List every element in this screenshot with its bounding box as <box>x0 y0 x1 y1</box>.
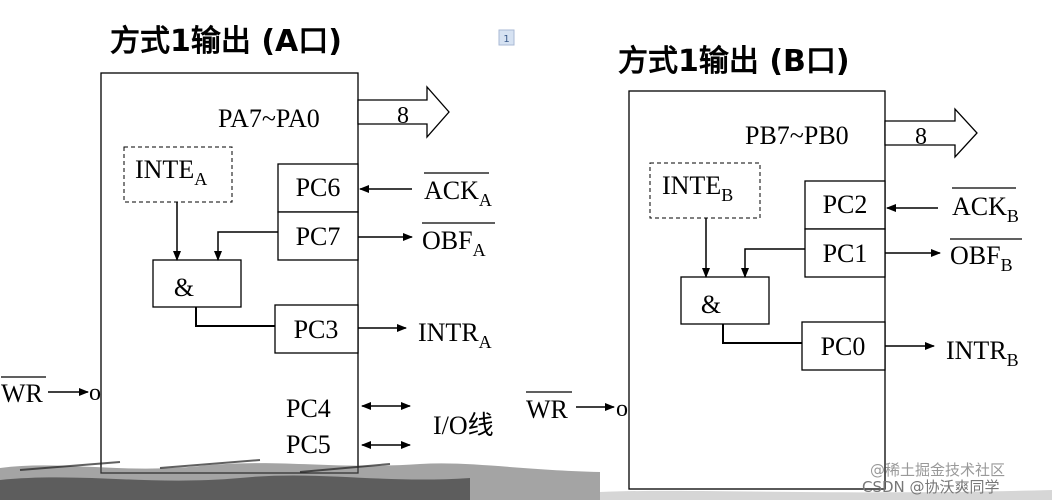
port-a-pc6-box <box>277 163 359 213</box>
port-b-pc0-label: PC0 <box>821 332 866 361</box>
port-b-chip-body <box>628 90 886 490</box>
port-a-and-gate <box>152 259 242 308</box>
port-a-data-lines-label: PA7~PA0 <box>218 104 320 133</box>
port-b-and-label: & <box>701 290 721 319</box>
port-a-wr-bubble: o <box>89 380 101 406</box>
port-a-io-label: I/O线 <box>433 411 494 440</box>
port-b-wr-bubble: o <box>616 396 628 422</box>
port-b-data-lines-label: PB7~PB0 <box>745 121 849 150</box>
port-b-and-to-pc0-wire <box>722 324 802 344</box>
port-b-inte-box <box>649 162 761 219</box>
port-b-title: 方式1输出 (B口) <box>618 44 850 79</box>
port-b-ack-signal: ACKB <box>952 192 1019 226</box>
port-b-pc1-to-and-wire <box>741 248 805 278</box>
port-a-bus-width: 8 <box>397 103 409 129</box>
port-a-and-label: & <box>174 273 194 302</box>
port-b-pc1-label: PC1 <box>823 239 868 268</box>
svg-text:1: 1 <box>503 34 509 45</box>
port-a-inte-box <box>123 146 233 203</box>
port-b-and-gate <box>680 276 770 325</box>
port-a-pc7-box <box>277 211 359 261</box>
port-a-pc3-label: PC3 <box>294 315 339 344</box>
watermark: @稀土掘金技术社区 CSDN @协沃爽同学 <box>862 461 1005 496</box>
port-a-diagram: 方式1输出 (A口) PA7~PA0 8 INTEA PC6 PC7 & PC3… <box>1 24 495 474</box>
port-b-pc1-box <box>804 228 886 278</box>
port-a-pc3-box <box>274 304 359 354</box>
port-a-intr-signal: INTRA <box>418 318 492 352</box>
port-a-obf-signal: OBFA <box>422 226 486 260</box>
port-a-pc6-label: PC6 <box>296 173 341 202</box>
port-b-intr-signal: INTRB <box>946 336 1019 370</box>
port-a-pc7-label: PC7 <box>296 222 341 251</box>
port-a-pc5-label: PC5 <box>286 430 331 459</box>
port-b-pc0-box <box>801 321 886 371</box>
port-a-bus-arrow <box>357 85 450 139</box>
watermark-line-1: @稀土掘金技术社区 <box>870 461 1005 479</box>
watermark-line-2: CSDN @协沃爽同学 <box>862 478 1000 496</box>
port-a-ack-signal: ACKA <box>424 176 492 210</box>
port-b-diagram: 方式1输出 (B口) PB7~PB0 8 INTEB PC2 PC1 & PC0… <box>526 44 1022 490</box>
port-a-pc7-to-and-wire <box>214 231 278 261</box>
port-b-obf-signal: OBFB <box>950 241 1013 275</box>
port-b-pc2-box <box>804 180 886 230</box>
port-b-inte-label: INTEB <box>662 171 733 205</box>
port-a-pc4-label: PC4 <box>286 394 331 423</box>
port-a-inte-label: INTEA <box>135 155 207 189</box>
port-b-wr-signal: WR <box>526 395 569 424</box>
port-b-pc2-label: PC2 <box>823 190 868 219</box>
port-b-bus-arrow <box>884 107 978 159</box>
port-a-title: 方式1输出 (A口) <box>110 24 342 59</box>
port-a-wr-signal: WR <box>1 379 44 408</box>
port-b-bus-width: 8 <box>915 124 927 150</box>
ink-decoration <box>0 459 1052 500</box>
port-a-and-to-pc3-wire <box>195 307 275 327</box>
slide-number-badge: 1 <box>498 29 515 46</box>
